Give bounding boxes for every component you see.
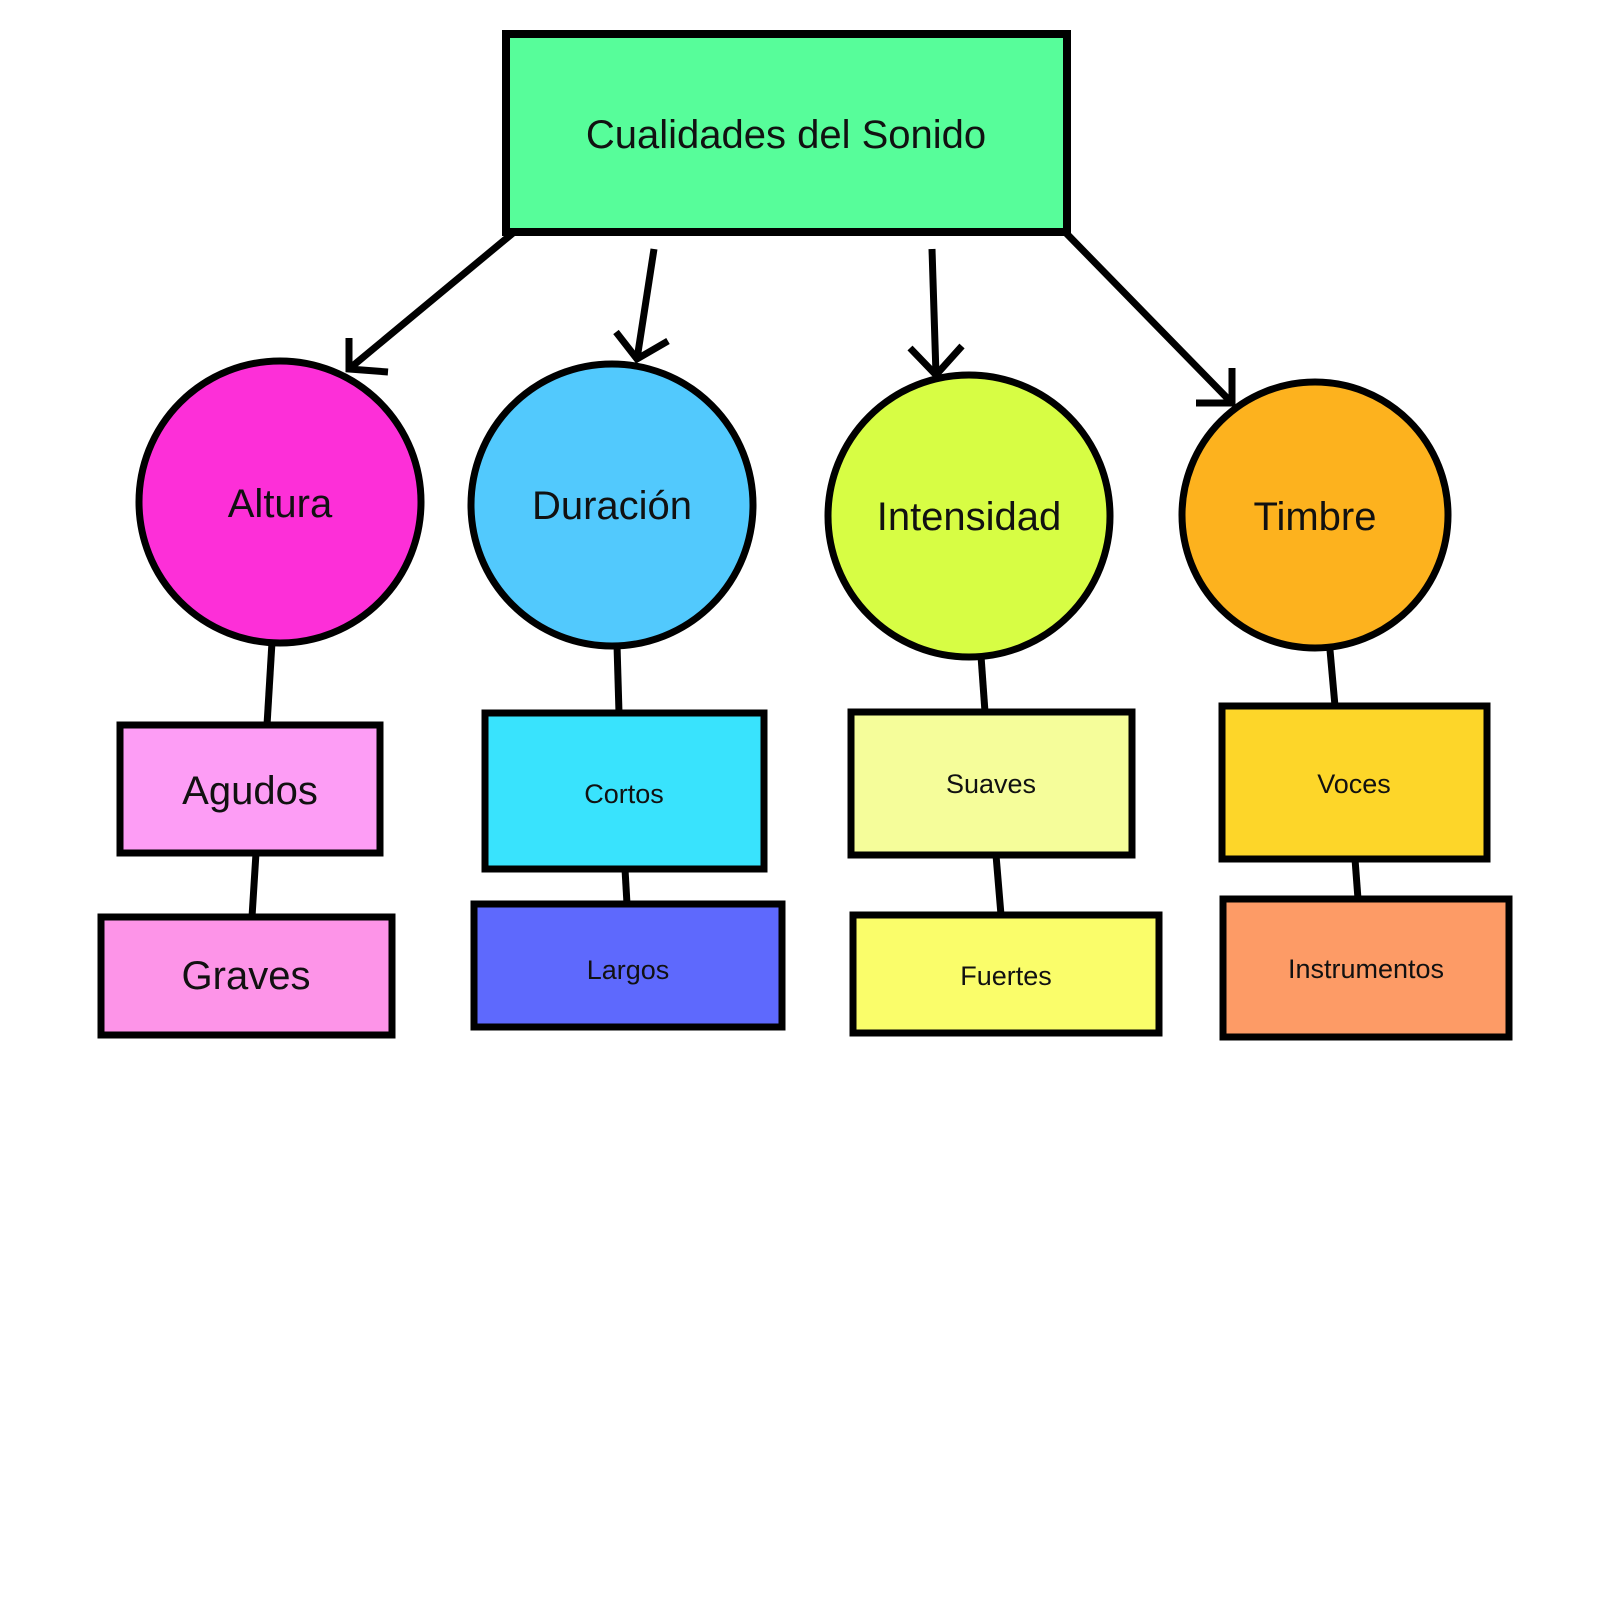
item-label: Cortos bbox=[584, 779, 664, 809]
item-label: Largos bbox=[587, 955, 670, 985]
item-label: Voces bbox=[1317, 769, 1391, 799]
root-node: Cualidades del Sonido bbox=[502, 30, 1071, 236]
item-agudos: Agudos bbox=[116, 721, 384, 857]
category-timbre: Timbre bbox=[1178, 378, 1452, 652]
root-label: Cualidades del Sonido bbox=[586, 113, 986, 157]
arrow-to-duracion bbox=[613, 248, 670, 364]
connector-timbre-voces bbox=[1326, 649, 1339, 707]
item-graves: Graves bbox=[97, 913, 396, 1039]
arrow-to-intensidad bbox=[907, 248, 965, 381]
arrow-to-timbre bbox=[1063, 230, 1236, 407]
category-label: Timbre bbox=[1254, 495, 1377, 539]
item-label: Suaves bbox=[946, 769, 1036, 799]
item-cortos: Cortos bbox=[481, 709, 768, 873]
item-connectors bbox=[248, 641, 1362, 918]
category-altura: Altura bbox=[135, 357, 425, 647]
connector-intensidad-suaves bbox=[977, 655, 989, 713]
arrow-to-altura bbox=[345, 230, 516, 376]
item-suaves: Suaves bbox=[847, 708, 1136, 859]
item-fuertes: Fuertes bbox=[849, 911, 1163, 1037]
category-label: Altura bbox=[228, 482, 333, 526]
item-voces: Voces bbox=[1218, 702, 1491, 863]
connector-duracion-cortos bbox=[613, 644, 623, 714]
item-largos: Largos bbox=[470, 900, 786, 1031]
category-duracion: Duración bbox=[467, 360, 757, 650]
connector-cortos-largos bbox=[621, 868, 631, 905]
category-label: Intensidad bbox=[877, 495, 1062, 539]
connector-voces-instrumentos bbox=[1351, 858, 1362, 900]
connector-suaves-fuertes bbox=[992, 854, 1005, 916]
item-label: Agudos bbox=[182, 769, 318, 813]
root-arrows bbox=[345, 230, 1236, 407]
category-intensidad: Intensidad bbox=[824, 371, 1114, 661]
category-label: Duración bbox=[532, 484, 692, 528]
item-label: Instrumentos bbox=[1288, 954, 1444, 984]
connector-agudos-graves bbox=[248, 852, 260, 918]
item-label: Fuertes bbox=[960, 961, 1052, 991]
item-label: Graves bbox=[182, 954, 311, 998]
item-instrumentos: Instrumentos bbox=[1219, 895, 1513, 1041]
connector-altura-agudos bbox=[263, 641, 276, 726]
